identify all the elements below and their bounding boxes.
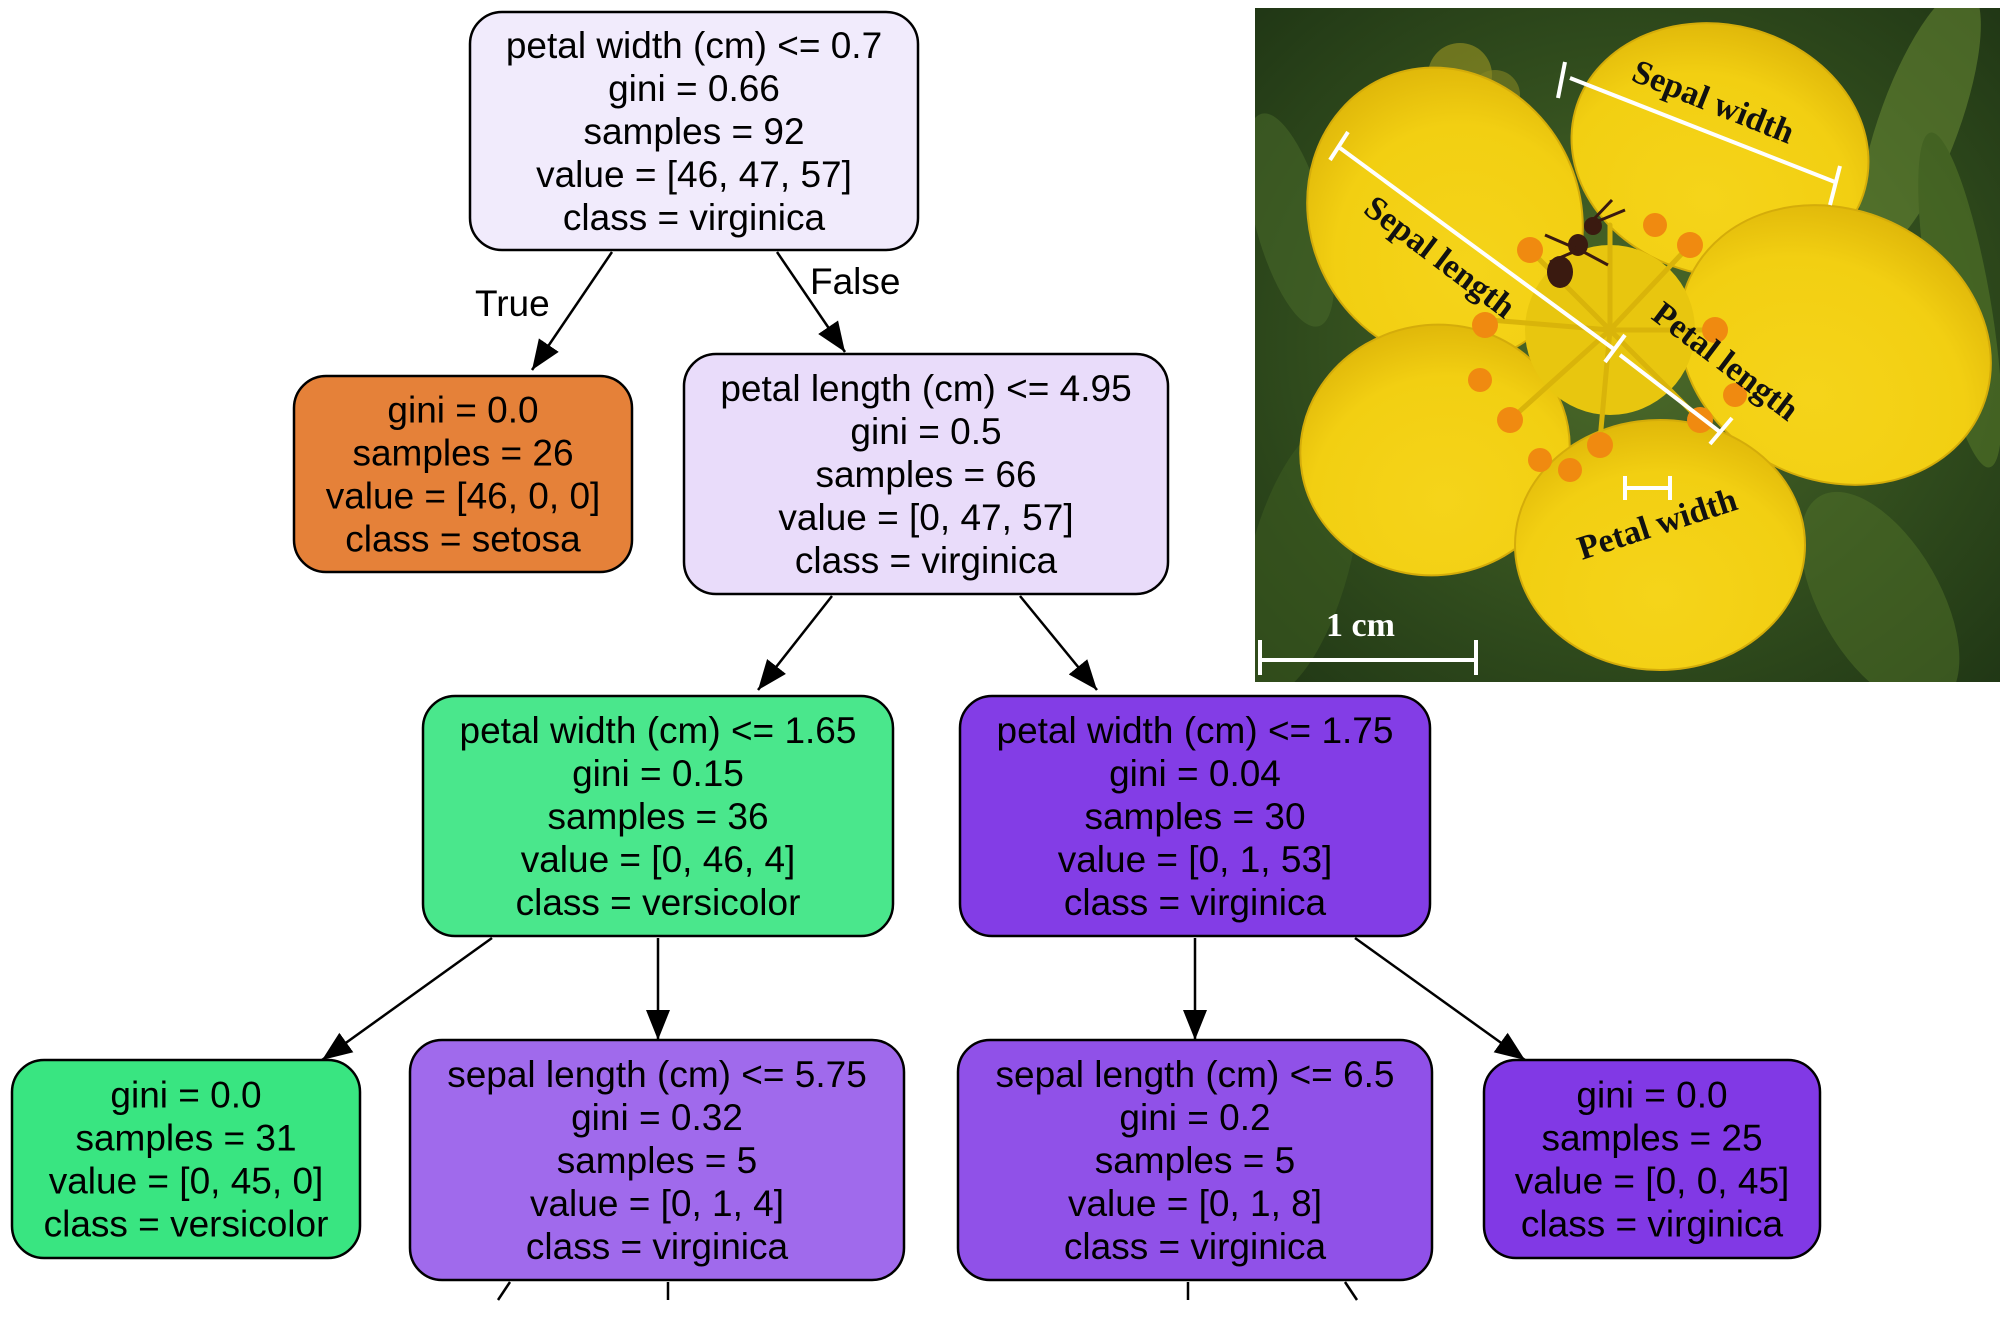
node-line-1: gini = 0.66 bbox=[608, 68, 780, 109]
node-line-2: value = [0, 45, 0] bbox=[49, 1161, 324, 1202]
node-line-4: class = virginica bbox=[1064, 882, 1327, 923]
node-line-1: gini = 0.04 bbox=[1109, 753, 1281, 794]
node-line-2: samples = 92 bbox=[583, 111, 804, 152]
node-line-3: class = versicolor bbox=[44, 1204, 329, 1245]
flower-petals bbox=[1299, 22, 1992, 671]
node-line-2: samples = 5 bbox=[557, 1140, 758, 1181]
node-line-1: gini = 0.2 bbox=[1119, 1097, 1270, 1138]
tree-edges bbox=[321, 251, 1526, 1301]
node-line-1: samples = 25 bbox=[1541, 1118, 1762, 1159]
node-line-0: petal length (cm) <= 4.95 bbox=[720, 368, 1131, 409]
label-scale: 1 cm bbox=[1326, 607, 1395, 644]
node-line-0: gini = 0.0 bbox=[1576, 1075, 1727, 1116]
node-line-3: value = [0, 47, 57] bbox=[778, 497, 1073, 538]
node-box bbox=[682, 352, 1170, 596]
edge-sepal-b-continuation-right bbox=[1343, 1281, 1359, 1301]
node-line-1: samples = 31 bbox=[75, 1118, 296, 1159]
node-box bbox=[421, 694, 895, 938]
edge-root-to-setosa bbox=[530, 251, 614, 371]
sepal-width-line bbox=[1569, 76, 1836, 184]
node-box bbox=[292, 374, 634, 574]
node-line-1: gini = 0.15 bbox=[572, 753, 744, 794]
node-line-3: value = [0, 1, 53] bbox=[1058, 839, 1333, 880]
iris-flower-photo: Sepal width Sepal length Petal length Pe… bbox=[1255, 8, 2000, 682]
node-line-0: petal width (cm) <= 1.75 bbox=[997, 710, 1394, 751]
node-line-3: value = [0, 46, 4] bbox=[521, 839, 796, 880]
node-line-2: value = [46, 0, 0] bbox=[326, 476, 601, 517]
edge-left-to-versicolor bbox=[321, 936, 493, 1062]
edge-label-true: True bbox=[475, 283, 550, 324]
node-box bbox=[10, 1058, 362, 1260]
edge-petal-length-to-right bbox=[1019, 595, 1098, 691]
node-line-0: gini = 0.0 bbox=[387, 390, 538, 431]
node-box bbox=[408, 1038, 906, 1282]
edge-label-false: False bbox=[810, 261, 900, 302]
node-line-2: samples = 30 bbox=[1084, 796, 1305, 837]
node-line-0: petal width (cm) <= 1.65 bbox=[460, 710, 857, 751]
node-box bbox=[958, 694, 1432, 938]
node-box bbox=[1482, 1058, 1822, 1260]
node-line-0: petal width (cm) <= 0.7 bbox=[506, 25, 882, 66]
node-line-4: class = virginica bbox=[795, 540, 1058, 581]
node-line-4: class = versicolor bbox=[516, 882, 801, 923]
node-line-2: value = [0, 0, 45] bbox=[1515, 1161, 1790, 1202]
node-line-0: sepal length (cm) <= 6.5 bbox=[996, 1054, 1395, 1095]
node-line-1: samples = 26 bbox=[352, 433, 573, 474]
node-line-3: class = setosa bbox=[345, 519, 581, 560]
node-line-0: gini = 0.0 bbox=[110, 1075, 261, 1116]
ant-icon bbox=[1544, 198, 1626, 288]
node-box bbox=[468, 10, 920, 252]
edge-sepal-a-continuation-left bbox=[496, 1281, 512, 1301]
flower-center bbox=[1468, 213, 1747, 482]
sepal-length-line bbox=[1338, 146, 1617, 352]
node-box bbox=[956, 1038, 1434, 1282]
edge-root-to-petal-length bbox=[775, 251, 847, 353]
node-line-1: gini = 0.5 bbox=[850, 411, 1001, 452]
node-line-0: sepal length (cm) <= 5.75 bbox=[447, 1054, 867, 1095]
node-line-3: value = [0, 1, 8] bbox=[1068, 1183, 1322, 1224]
node-line-3: class = virginica bbox=[1521, 1204, 1784, 1245]
node-line-1: gini = 0.32 bbox=[571, 1097, 743, 1138]
measurement-lines bbox=[1258, 61, 1842, 675]
node-line-4: class = virginica bbox=[1064, 1226, 1327, 1267]
edge-petal-length-to-left bbox=[757, 595, 833, 691]
node-line-2: samples = 66 bbox=[815, 454, 1036, 495]
node-line-4: class = virginica bbox=[526, 1226, 789, 1267]
node-line-2: samples = 5 bbox=[1095, 1140, 1296, 1181]
node-line-4: class = virginica bbox=[563, 197, 826, 238]
node-line-3: value = [0, 1, 4] bbox=[530, 1183, 784, 1224]
node-line-3: value = [46, 47, 57] bbox=[536, 154, 852, 195]
node-line-2: samples = 36 bbox=[547, 796, 768, 837]
edge-right-to-virginica bbox=[1354, 936, 1526, 1062]
petal-length-line bbox=[1618, 353, 1722, 434]
